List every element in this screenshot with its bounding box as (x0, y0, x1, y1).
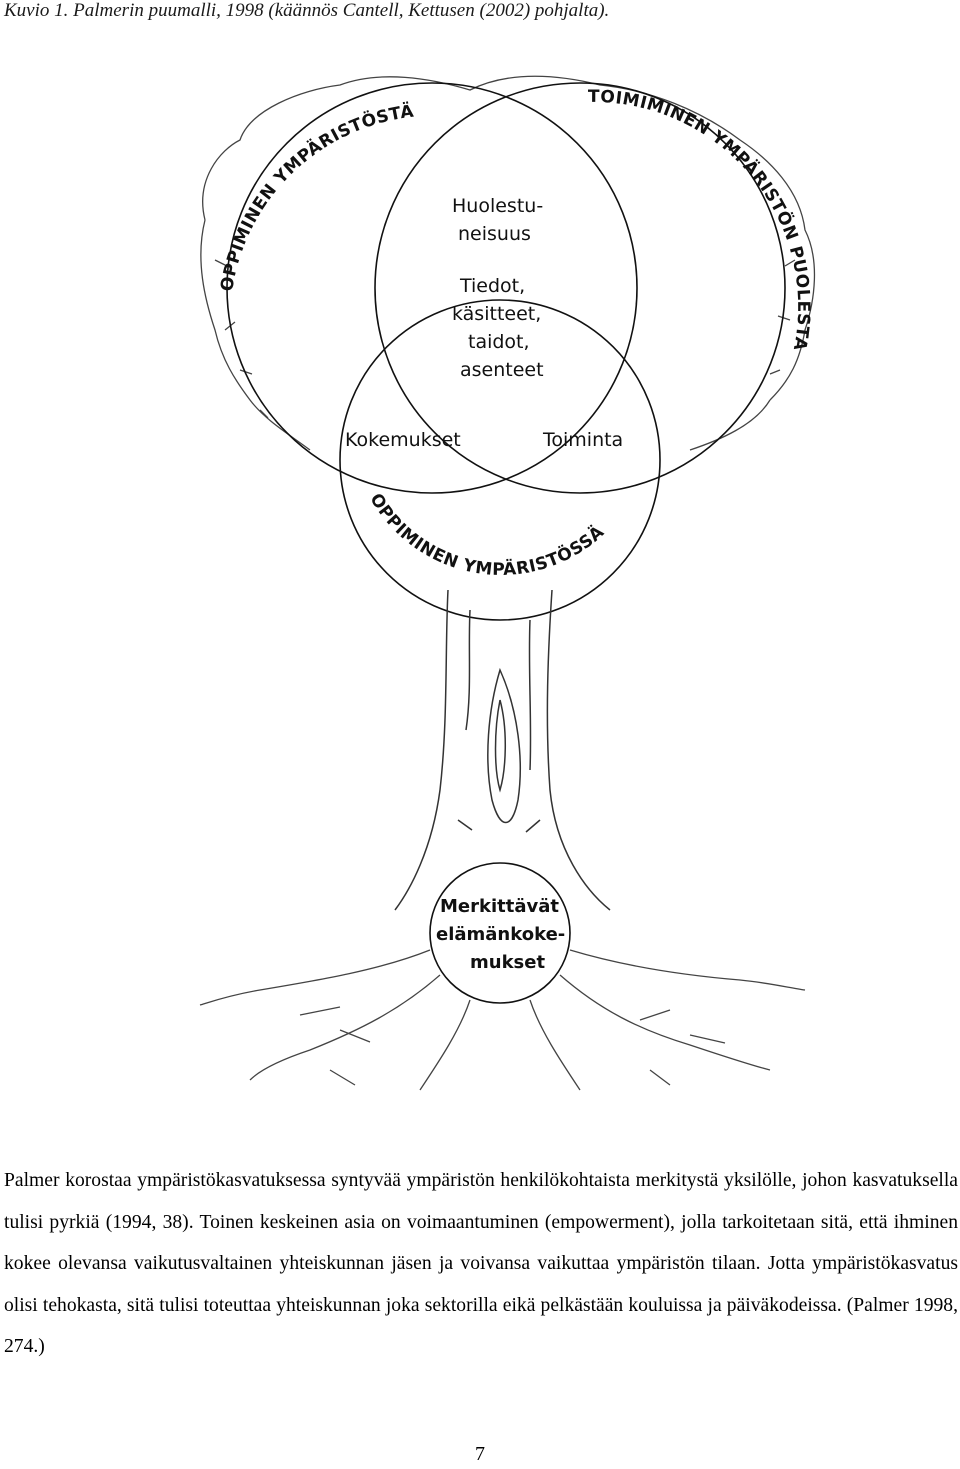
label-concern-2: neisuus (458, 223, 531, 245)
label-knowledge-2: käsitteet, (452, 303, 541, 325)
label-knowledge-1: Tiedot, (459, 275, 525, 297)
foliage-outline (200, 75, 816, 451)
arc-label-right: TOIMIMINEN YMPÄRISTÖN PUOLESTA (588, 87, 813, 353)
palmer-tree-model-figure: OPPIMINEN YMPÄRISTÖSTÄ TOIMIMINEN YMPÄRI… (0, 30, 960, 1100)
label-root-2: elämänkoke- (436, 924, 565, 945)
arc-label-bottom: OPPIMINEN YMPÄRISTÖSSÄ (366, 490, 609, 580)
circle-learning-from-environment (226, 82, 638, 494)
tree-trunk (394, 589, 611, 911)
circle-significant-life-experiences (429, 862, 571, 1004)
svg-text:OPPIMINEN YMPÄRISTÖSSÄ: OPPIMINEN YMPÄRISTÖSSÄ (366, 490, 609, 580)
label-concern-1: Huolestu- (452, 195, 543, 217)
label-root-3: mukset (470, 952, 545, 973)
tree-roots (199, 949, 806, 1091)
svg-text:OPPIMINEN YMPÄRISTÖSTÄ: OPPIMINEN YMPÄRISTÖSTÄ (217, 100, 415, 293)
page-number: 7 (475, 1443, 485, 1465)
circle-learning-in-environment (339, 299, 661, 621)
label-knowledge-3: taidot, (468, 331, 530, 353)
label-experiences: Kokemukset (345, 429, 461, 451)
circle-acting-for-environment (374, 82, 786, 494)
arc-label-left: OPPIMINEN YMPÄRISTÖSTÄ (217, 100, 415, 293)
svg-text:TOIMIMINEN YMPÄRISTÖN PUOLESTA: TOIMIMINEN YMPÄRISTÖN PUOLESTA (588, 87, 813, 353)
label-root-1: Merkittävät (440, 896, 559, 917)
label-action: Toiminta (542, 429, 623, 451)
body-paragraph: Palmer korostaa ympäristökasvatuksessa s… (4, 1170, 958, 1357)
figure-caption: Kuvio 1. Palmerin puumalli, 1998 (käännö… (4, 0, 610, 21)
label-knowledge-4: asenteet (460, 359, 544, 381)
